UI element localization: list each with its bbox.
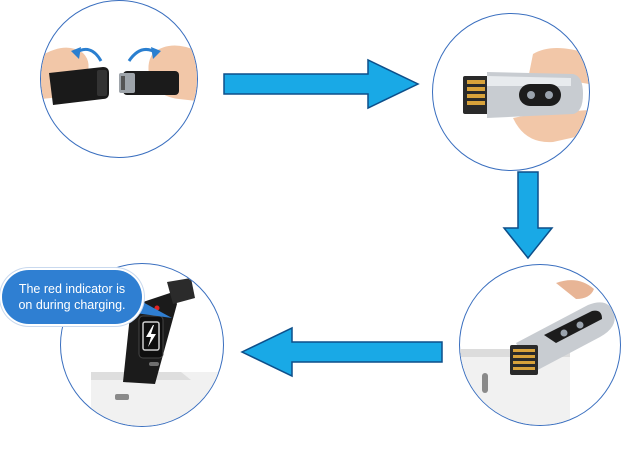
callout-line-1: The red indicator is bbox=[18, 282, 126, 296]
thumb bbox=[513, 110, 589, 143]
callout-line-2: on during charging. bbox=[18, 298, 126, 312]
sensor-dot-right bbox=[545, 91, 553, 99]
rotate-right-arrow-head bbox=[151, 47, 161, 59]
step-4-charging-image bbox=[60, 263, 224, 427]
step-2-tracker-module-image bbox=[432, 13, 590, 171]
laptop-port bbox=[482, 373, 488, 393]
rotate-left-arrow-head bbox=[71, 47, 81, 59]
tracker-display bbox=[519, 84, 561, 106]
tracker-connector bbox=[121, 76, 125, 90]
band-slot bbox=[97, 70, 107, 96]
arrow-down-icon bbox=[502, 171, 554, 260]
fingers bbox=[564, 265, 620, 305]
sensor-dot-right bbox=[576, 321, 584, 329]
tracker-module-illustration bbox=[463, 48, 589, 143]
tracker-body bbox=[123, 71, 179, 95]
band-strap bbox=[49, 67, 109, 105]
arrow-right-icon bbox=[223, 58, 420, 110]
usb-contacts bbox=[513, 349, 535, 370]
charging-indicator-callout: The red indicator is on during charging. bbox=[2, 270, 142, 324]
tracker-highlight bbox=[487, 76, 571, 86]
tracker-display bbox=[544, 310, 602, 343]
plug-into-usb-illustration bbox=[460, 265, 620, 425]
band-end bbox=[167, 278, 195, 304]
detach-band-illustration bbox=[41, 45, 197, 105]
usb-contacts bbox=[467, 80, 485, 105]
arrow-left-icon bbox=[240, 326, 443, 378]
laptop-body bbox=[91, 372, 223, 426]
charging-bolt-icon bbox=[146, 325, 156, 347]
sensor-dot-left bbox=[527, 91, 535, 99]
step-3-plug-into-usb-image bbox=[459, 264, 621, 426]
step-1-detach-band-image bbox=[40, 0, 198, 158]
battery-outline bbox=[142, 321, 160, 351]
fingertip bbox=[556, 280, 594, 299]
sensor-dot-left bbox=[560, 329, 568, 337]
laptop-port bbox=[115, 394, 129, 400]
tracker-button bbox=[149, 362, 159, 366]
